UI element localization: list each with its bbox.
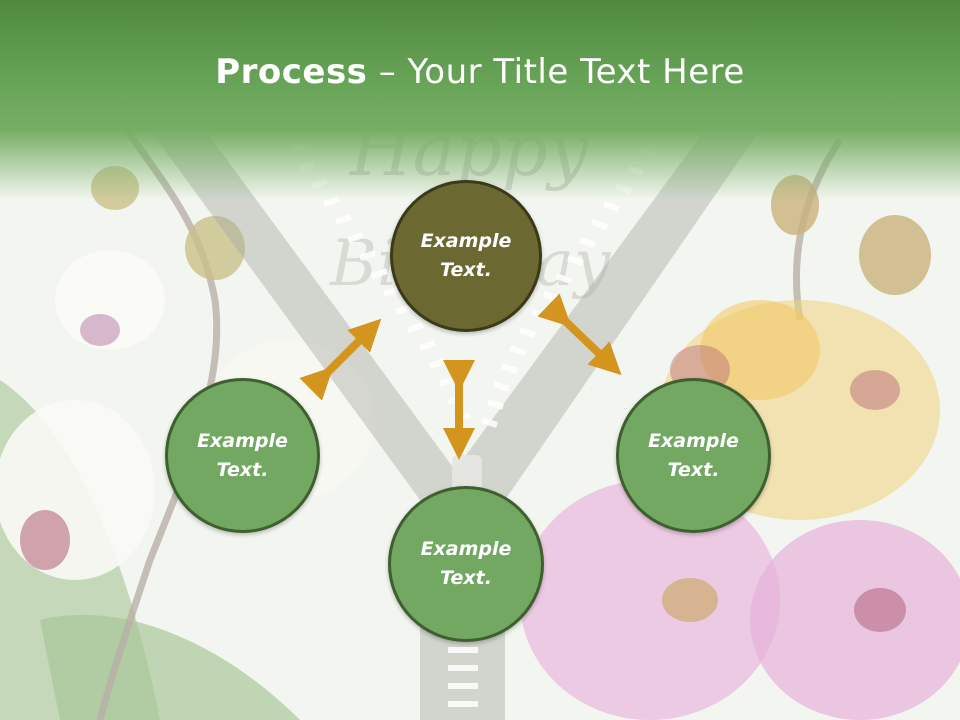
node-right-line2: Text. [667,458,720,481]
slide-title: Process – Your Title Text Here [0,52,960,92]
title-rest: – Your Title Text Here [367,52,745,92]
node-top-line2: Text. [440,259,492,281]
node-left-line1: Example [197,429,288,452]
node-bottom-line2: Text. [440,567,492,589]
node-left-line2: Text. [216,458,269,481]
node-right-line1: Example [648,429,739,452]
title-bold: Process [215,52,368,92]
title-band [0,0,960,200]
node-top-line1: Example [420,230,512,252]
node-bottom-line1: Example [420,538,512,560]
